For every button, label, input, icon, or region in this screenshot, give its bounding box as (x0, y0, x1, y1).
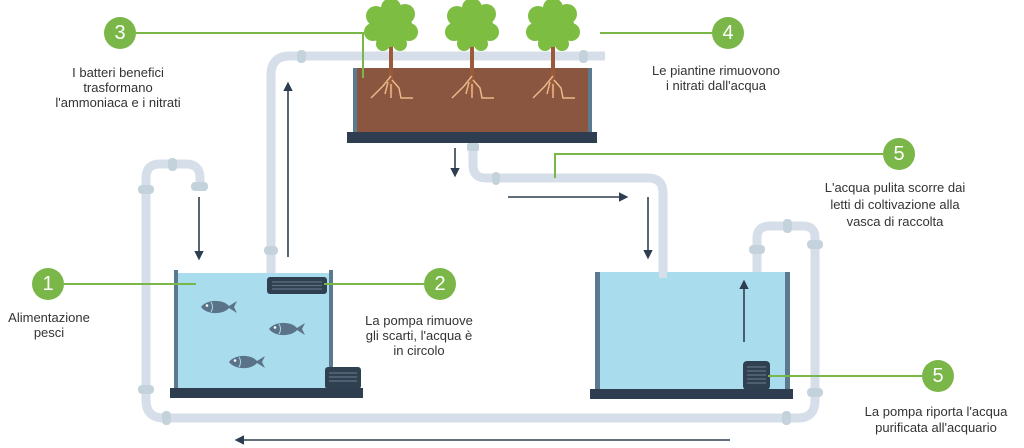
fish-tank-wall-left (174, 270, 178, 388)
fish-tank (170, 270, 363, 398)
fish-tank-wall-right (329, 270, 333, 388)
step-label-line: La pompa riporta l'acqua (865, 404, 1008, 419)
step-number: 1 (42, 273, 53, 295)
pipe-joint (168, 158, 177, 171)
step-number: 4 (722, 22, 733, 44)
pipe-joint (467, 143, 479, 151)
step-label-line: La pompa rimuove (365, 313, 473, 328)
step-badge (712, 17, 744, 49)
step-label-line: vasca di raccolta (847, 214, 945, 229)
pipe-growbed-to-sump (468, 143, 668, 278)
callout-line-5a (554, 153, 883, 178)
pipe-joint (138, 385, 154, 394)
fish-tank-base (170, 388, 363, 398)
step-5b: 5 La pompa riporta l'acqua purificata al… (865, 360, 1008, 435)
sump-tank (590, 270, 793, 399)
step-label-line: in circolo (393, 343, 444, 358)
pipe-joint (138, 185, 154, 194)
flow-arrows (194, 81, 749, 445)
pipe-joint (807, 240, 823, 249)
step-badge (104, 17, 136, 49)
step-5a: 5 L'acqua pulita scorre dai letti di col… (825, 138, 966, 229)
step-label-line: Le piantine rimuovono (652, 63, 780, 78)
step-label-line: gli scarti, l'acqua è (366, 328, 473, 343)
pump-icon (267, 277, 327, 294)
step-number: 5 (893, 143, 904, 165)
grow-bed-base (347, 132, 597, 143)
step-number: 3 (114, 22, 125, 44)
step-label-line: letti di coltivazione alla (830, 197, 960, 212)
step-number: 2 (434, 273, 445, 295)
step-1: 1 Alimentazione pesci (8, 268, 90, 340)
pipe-joint (492, 172, 500, 185)
step-label-line: l'ammoniaca e i nitrati (55, 95, 180, 110)
pipe-joint (579, 50, 588, 63)
step-label-line: trasformano (83, 80, 152, 95)
sump-tank-wall-left (595, 272, 600, 389)
step-badge (424, 268, 456, 300)
pipe-network (138, 50, 823, 425)
pipe-joint (749, 245, 765, 254)
pump-icon (325, 367, 361, 389)
step-2: 2 La pompa rimuove gli scarti, l'acqua è… (365, 268, 473, 358)
pipe-joint (782, 411, 791, 425)
step-3: 3 I batteri benefici trasformano l'ammon… (55, 17, 181, 110)
step-label-line: purificata all'acquario (875, 420, 997, 435)
pipe-joint (264, 246, 278, 255)
pipe-joint (783, 219, 792, 233)
step-label-line: i nitrati dall'acqua (666, 78, 767, 93)
pipe-joint (807, 388, 823, 397)
sump-tank-base (590, 389, 793, 399)
pipe-return-loop (141, 159, 820, 423)
callout-line-3 (136, 32, 364, 78)
pump-icon (743, 361, 770, 390)
sump-tank-wall-right (785, 272, 790, 389)
pipe-pump-to-growbed (266, 51, 605, 276)
step-4: 4 Le piantine rimuovono i nitrati dall'a… (652, 17, 780, 93)
step-number: 5 (932, 365, 943, 387)
step-label-line: I batteri benefici (72, 65, 164, 80)
step-badge (32, 268, 64, 300)
pipe-joint (297, 50, 306, 63)
step-badge (922, 360, 954, 392)
step-label-line: pesci (34, 325, 64, 340)
step-label-line: Alimentazione (8, 310, 90, 325)
step-label-line: L'acqua pulita scorre dai (825, 180, 966, 195)
pipe-joint (162, 411, 171, 425)
grow-bed (347, 0, 597, 143)
pipe-joint (191, 182, 208, 191)
callout-lines (64, 32, 922, 377)
step-badge (883, 138, 915, 170)
